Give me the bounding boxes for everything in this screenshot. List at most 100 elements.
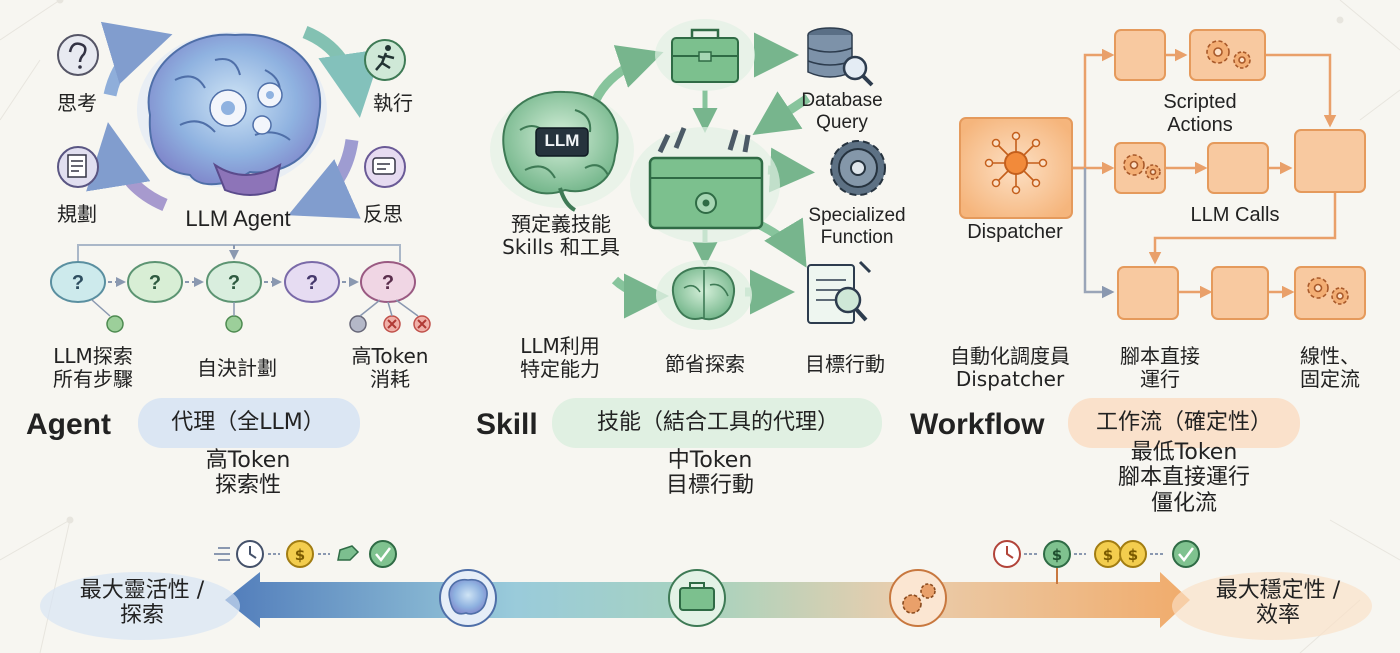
cycle-label-think: 思考 [57,91,97,115]
svg-text:?: ? [72,272,84,294]
thought-bubble-5: ? [360,261,416,303]
svg-text:?: ? [149,272,161,294]
agent-cost-icons: $ [214,540,397,568]
skill-bottom-target-action: 目標行動 [805,352,885,376]
cycle-arrow-bottom-right [288,138,361,219]
gear-icon [1123,40,1349,305]
question-icon [106,315,124,333]
workflow-subtitle: 工作流（確定性） [1095,410,1272,435]
question-icon [349,315,367,333]
svg-text:$: $ [1103,546,1113,564]
check-icon [369,540,397,568]
brain-icon [439,569,497,627]
question-icon [57,34,99,76]
question-icon [225,315,243,333]
cross-icon [383,315,401,333]
magnifier-icon [842,55,874,87]
coin-icon: $ [286,540,314,568]
spectrum-right-label: 最大穩定性 /效率 [1215,578,1341,629]
workflow-bottom-linear: 線性、固定流 [1300,344,1360,391]
workflow-boxes [1114,29,1366,320]
clock-icon [993,540,1021,568]
skill-brain-icon [490,90,634,212]
cycle-arrow-top-left [100,21,173,97]
llm-calls-label: LLM Calls [1190,204,1280,226]
agent-step-caption-explore: LLM探索所有步驟 [53,344,133,391]
svg-text:$: $ [1052,546,1062,564]
workflow-box [1117,266,1179,320]
workflow-box [1294,266,1366,320]
llm-badge-box [535,127,589,157]
workflow-box [1211,266,1269,320]
svg-text:?: ? [382,272,394,294]
workflow-box [1114,29,1166,81]
thought-bubble-4: ? [284,261,340,303]
agent-step-bracket [77,244,401,262]
cross-icon [413,315,431,333]
clock-icon [236,540,264,568]
agent-subtitle: 代理（全LLM） [171,410,325,435]
workflow-connectors [1072,48,1337,299]
agent-step-caption-plan: 自決計劃 [197,356,277,380]
agent-center-label: LLM Agent [185,206,291,231]
workflow-box [1207,142,1269,194]
cycle-arrow-bottom-left [86,122,168,211]
thought-bubble-3: ? [206,261,262,303]
coin-icon: $ [1094,540,1122,568]
reflect-icon [364,146,406,188]
agent-panel: ? ? ? ? ? [50,21,431,333]
document-icon [807,260,872,324]
dispatcher-label: Dispatcher [967,221,1063,243]
document-icon [57,146,99,188]
toolbox-icon [630,127,780,243]
agent-brain-icon [137,32,327,196]
skill-subtitle-wash [552,398,882,448]
agent-step-arrows [108,245,359,287]
spectrum-bar: $ $ $ $ [40,540,1372,640]
runner-icon [364,39,406,81]
workflow-heading: Workflow [910,408,1045,441]
magnifier-icon [834,286,868,322]
skill-heading: Skill [476,408,538,441]
svg-text:$: $ [1128,546,1138,564]
coin-icon: $ [1119,540,1147,568]
agent-subtitle-wash [138,398,360,448]
workflow-bottom-script: 腳本直接運行 [1120,344,1200,391]
cycle-label-plan: 規劃 [57,202,97,226]
check-icon [1172,540,1200,568]
toolbox-icon [668,569,726,627]
coin-icon: $ [1043,540,1071,568]
workflow-panel [959,29,1366,320]
skill-bottom-save-explore: 節省探索 [665,352,745,376]
svg-text:$: $ [295,546,305,564]
dispatcher-icon [959,117,1073,219]
cycle-arrow-top-right [302,25,383,118]
thought-bubble-2: ? [127,261,183,303]
spectrum-left-label: 最大靈活性 /探索 [79,578,205,629]
skill-arrows [591,32,815,319]
svg-text:?: ? [228,272,240,294]
agent-thought-bubbles: ? ? ? ? ? [50,261,416,303]
skill-subtitle: 技能（結合工具的代理） [596,410,839,435]
database-icon [807,27,874,87]
brain-icon [656,260,752,330]
cycle-label-execute: 執行 [373,91,413,115]
workflow-box [1294,129,1366,193]
cycle-label-reflect: 反思 [363,202,403,226]
gear-icon [889,569,947,627]
gear-icon [830,140,886,196]
agent-step-results [91,299,431,333]
toolbox-icon [655,19,755,91]
skill-bottom-llm-ability: LLM利用特定能力 [520,334,600,381]
llm-badge: LLM [544,131,580,150]
